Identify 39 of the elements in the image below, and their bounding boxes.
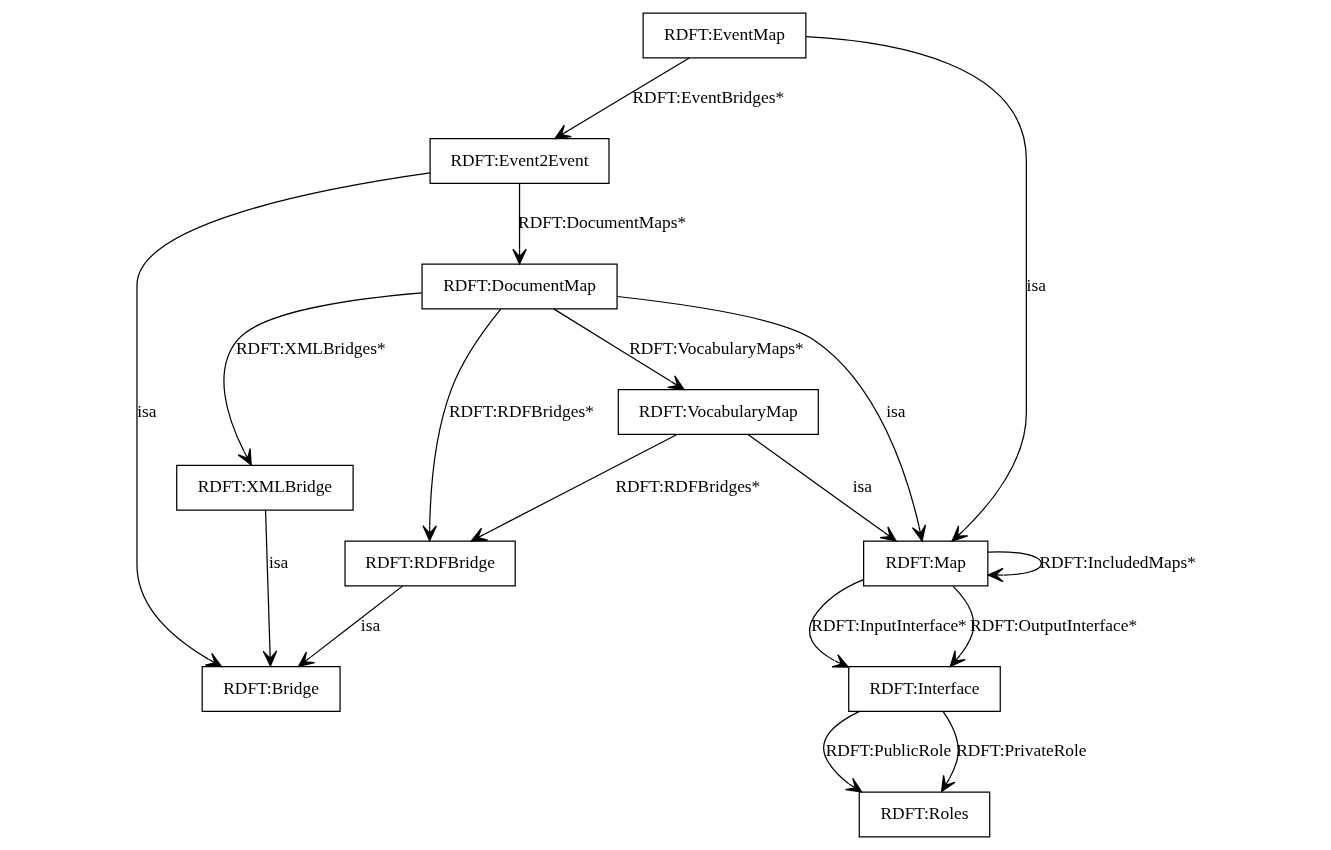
edge-label: RDFT:XMLBridges* <box>236 338 386 358</box>
node-box: RDFT:Interface <box>848 666 1001 712</box>
edge-label: RDFT:IncludedMaps* <box>1039 553 1196 573</box>
edge-label: RDFT:RDFBridges* <box>448 401 594 421</box>
edge-label: isa <box>852 477 873 497</box>
arrow <box>747 433 897 542</box>
node-box: RDFT:VocabularyMap <box>617 389 819 435</box>
edge-label: RDFT:PublicRole <box>825 741 952 761</box>
edge-label: isa <box>886 401 906 421</box>
arrow <box>470 433 678 542</box>
arrow <box>987 551 1042 583</box>
node-box: RDFT:RDFBridge <box>344 540 516 587</box>
arrow <box>616 295 927 542</box>
arrow <box>422 308 502 542</box>
arrow <box>136 172 431 668</box>
edge-label: isa <box>268 553 289 573</box>
arrow <box>808 579 865 668</box>
edge-label: RDFT:InputInterface* <box>811 615 967 635</box>
node-box: RDFT:Bridge <box>201 666 341 712</box>
edge-label: RDFT:RDFBridges* <box>615 477 761 497</box>
node-box: RDFT:Roles <box>858 791 991 838</box>
edge-label: isa <box>1026 276 1046 296</box>
arrow <box>949 585 975 668</box>
arrow <box>553 308 685 391</box>
arrow <box>223 292 423 466</box>
arrow <box>940 711 959 793</box>
arrow <box>298 585 404 668</box>
edge-label: RDFT:VocabularyMaps* <box>629 338 804 358</box>
node-box: RDFT:DocumentMap <box>421 263 618 310</box>
arrow <box>823 710 863 793</box>
edge-label: RDFT:EventBridges* <box>632 87 785 107</box>
arrow <box>262 509 278 667</box>
node-box: RDFT:XMLBridge <box>176 464 354 511</box>
arrow <box>805 36 1027 542</box>
node-box: RDFT:EventMap <box>642 12 807 59</box>
edge-label: isa <box>360 615 381 635</box>
arrow <box>554 57 690 140</box>
node-box: RDFT:Map <box>863 540 989 587</box>
node-box: RDFT:Event2Event <box>429 138 610 184</box>
